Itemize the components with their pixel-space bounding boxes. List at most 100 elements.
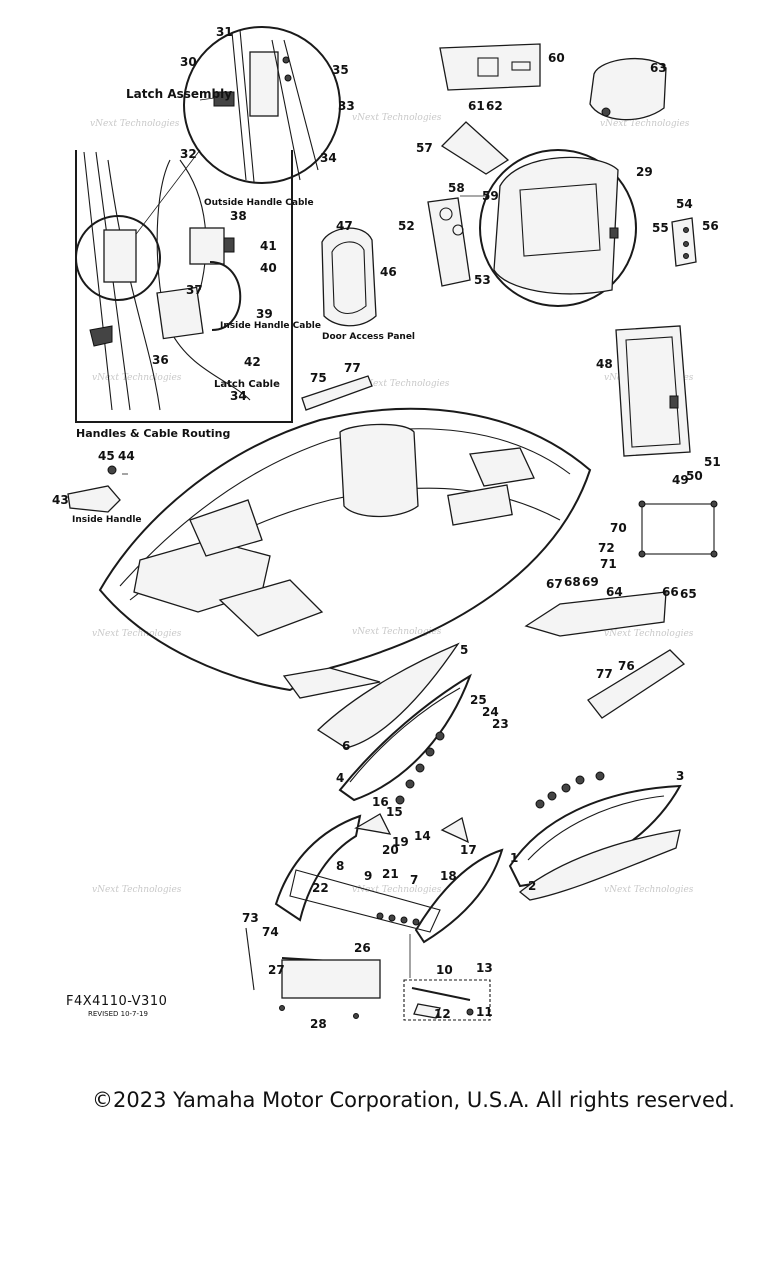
callout-7: 7 bbox=[410, 873, 418, 887]
watermark: vNext Technologies bbox=[360, 379, 450, 389]
callout-77: 77 bbox=[344, 361, 361, 375]
callout-51: 51 bbox=[704, 455, 721, 469]
callout-60: 60 bbox=[548, 51, 565, 65]
callout-6: 6 bbox=[342, 739, 350, 753]
glovebox-detail bbox=[427, 121, 637, 307]
inside-handle-part bbox=[67, 465, 128, 513]
callout-2: 2 bbox=[528, 879, 536, 893]
callout-47: 47 bbox=[336, 219, 353, 233]
callout-37: 37 bbox=[186, 283, 203, 297]
outside-handle-cable-label: Outside Handle Cable bbox=[204, 198, 314, 208]
callout-8: 8 bbox=[336, 859, 344, 873]
callout-52: 52 bbox=[398, 219, 415, 233]
callout-54: 54 bbox=[676, 197, 693, 211]
callout-53: 53 bbox=[474, 273, 491, 287]
callout-28: 28 bbox=[310, 1017, 327, 1031]
callout-10: 10 bbox=[436, 963, 453, 977]
callout-5: 5 bbox=[460, 643, 468, 657]
callout-58: 58 bbox=[448, 181, 465, 195]
console-parts bbox=[439, 43, 667, 121]
callout-44: 44 bbox=[118, 449, 135, 463]
callout-65: 65 bbox=[680, 587, 697, 601]
callout-32: 32 bbox=[180, 147, 197, 161]
callout-64: 64 bbox=[606, 585, 623, 599]
callout-38: 38 bbox=[230, 209, 247, 223]
callout-18: 18 bbox=[440, 869, 457, 883]
callout-76: 76 bbox=[618, 659, 635, 673]
callout-70: 70 bbox=[610, 521, 627, 535]
glass-panels bbox=[274, 642, 682, 944]
callout-43: 43 bbox=[52, 493, 69, 507]
callout-42: 42 bbox=[244, 355, 261, 369]
callout-14: 14 bbox=[414, 829, 431, 843]
callout-31: 31 bbox=[216, 25, 233, 39]
callout-11: 11 bbox=[476, 1005, 493, 1019]
callout-labels: 1 2 3 4 5 6 7 8 9 10 11 12 13 14 15 16 1… bbox=[52, 25, 721, 1031]
callout-27: 27 bbox=[268, 963, 285, 977]
detail-box bbox=[403, 934, 491, 1021]
callout-36: 36 bbox=[152, 353, 169, 367]
callout-75: 75 bbox=[310, 371, 327, 385]
watermark: vNext Technologies bbox=[352, 627, 442, 637]
callout-74: 74 bbox=[262, 925, 279, 939]
watermark: vNext Technologies bbox=[352, 885, 442, 895]
latch-assembly-label: Latch Assembly bbox=[126, 87, 232, 101]
watermark: vNext Technologies bbox=[352, 113, 442, 123]
right-panels bbox=[524, 500, 718, 719]
callout-71: 71 bbox=[600, 557, 617, 571]
callout-20: 20 bbox=[382, 843, 399, 857]
callout-12: 12 bbox=[434, 1007, 451, 1021]
callout-77b: 77 bbox=[596, 667, 613, 681]
callout-13: 13 bbox=[476, 961, 493, 975]
callout-3: 3 bbox=[676, 769, 684, 783]
callout-26: 26 bbox=[354, 941, 371, 955]
callout-1: 1 bbox=[510, 851, 518, 865]
callout-39: 39 bbox=[256, 307, 273, 321]
callout-40: 40 bbox=[260, 261, 277, 275]
callout-34b: 34 bbox=[230, 389, 247, 403]
watermark: vNext Technologies bbox=[92, 629, 182, 639]
callout-61: 61 bbox=[468, 99, 485, 113]
callout-69: 69 bbox=[582, 575, 599, 589]
callout-17: 17 bbox=[460, 843, 477, 857]
callout-66: 66 bbox=[662, 585, 679, 599]
callout-73: 73 bbox=[242, 911, 259, 925]
latch-detail bbox=[117, 26, 341, 259]
callout-22: 22 bbox=[312, 881, 329, 895]
watermark: vNext Technologies bbox=[604, 885, 694, 895]
callout-30: 30 bbox=[180, 55, 197, 69]
hinge-part bbox=[671, 217, 697, 267]
callout-56: 56 bbox=[702, 219, 719, 233]
watermark: vNext Technologies bbox=[92, 885, 182, 895]
callout-24: 24 bbox=[482, 705, 499, 719]
door-access-panel-part bbox=[321, 227, 377, 327]
callout-49: 49 bbox=[672, 473, 689, 487]
callout-34: 34 bbox=[320, 151, 337, 165]
watermark: vNext Technologies bbox=[90, 119, 180, 129]
callout-57: 57 bbox=[416, 141, 433, 155]
callout-50: 50 bbox=[686, 469, 703, 483]
latch-cable-label: Latch Cable bbox=[214, 379, 280, 390]
callout-19: 19 bbox=[392, 835, 409, 849]
callout-23: 23 bbox=[492, 717, 509, 731]
door-access-panel-label: Door Access Panel bbox=[322, 332, 415, 342]
callout-41: 41 bbox=[260, 239, 277, 253]
fastener-group bbox=[376, 731, 605, 926]
callout-9: 9 bbox=[364, 869, 372, 883]
callout-25: 25 bbox=[470, 693, 487, 707]
watermark: vNext Technologies bbox=[92, 373, 182, 383]
hatch-door-part bbox=[615, 325, 691, 457]
callout-48: 48 bbox=[596, 357, 613, 371]
callout-46: 46 bbox=[380, 265, 397, 279]
sunshade-part bbox=[245, 927, 381, 1019]
callout-16: 16 bbox=[372, 795, 389, 809]
boat-hull bbox=[98, 407, 592, 699]
step-plate-part bbox=[301, 375, 373, 411]
copyright-notice: ©2023 Yamaha Motor Corporation, U.S.A. A… bbox=[92, 1088, 735, 1112]
callout-68: 68 bbox=[564, 575, 581, 589]
callout-63: 63 bbox=[650, 61, 667, 75]
callout-15: 15 bbox=[386, 805, 403, 819]
callout-4: 4 bbox=[336, 771, 344, 785]
callout-45: 45 bbox=[98, 449, 115, 463]
